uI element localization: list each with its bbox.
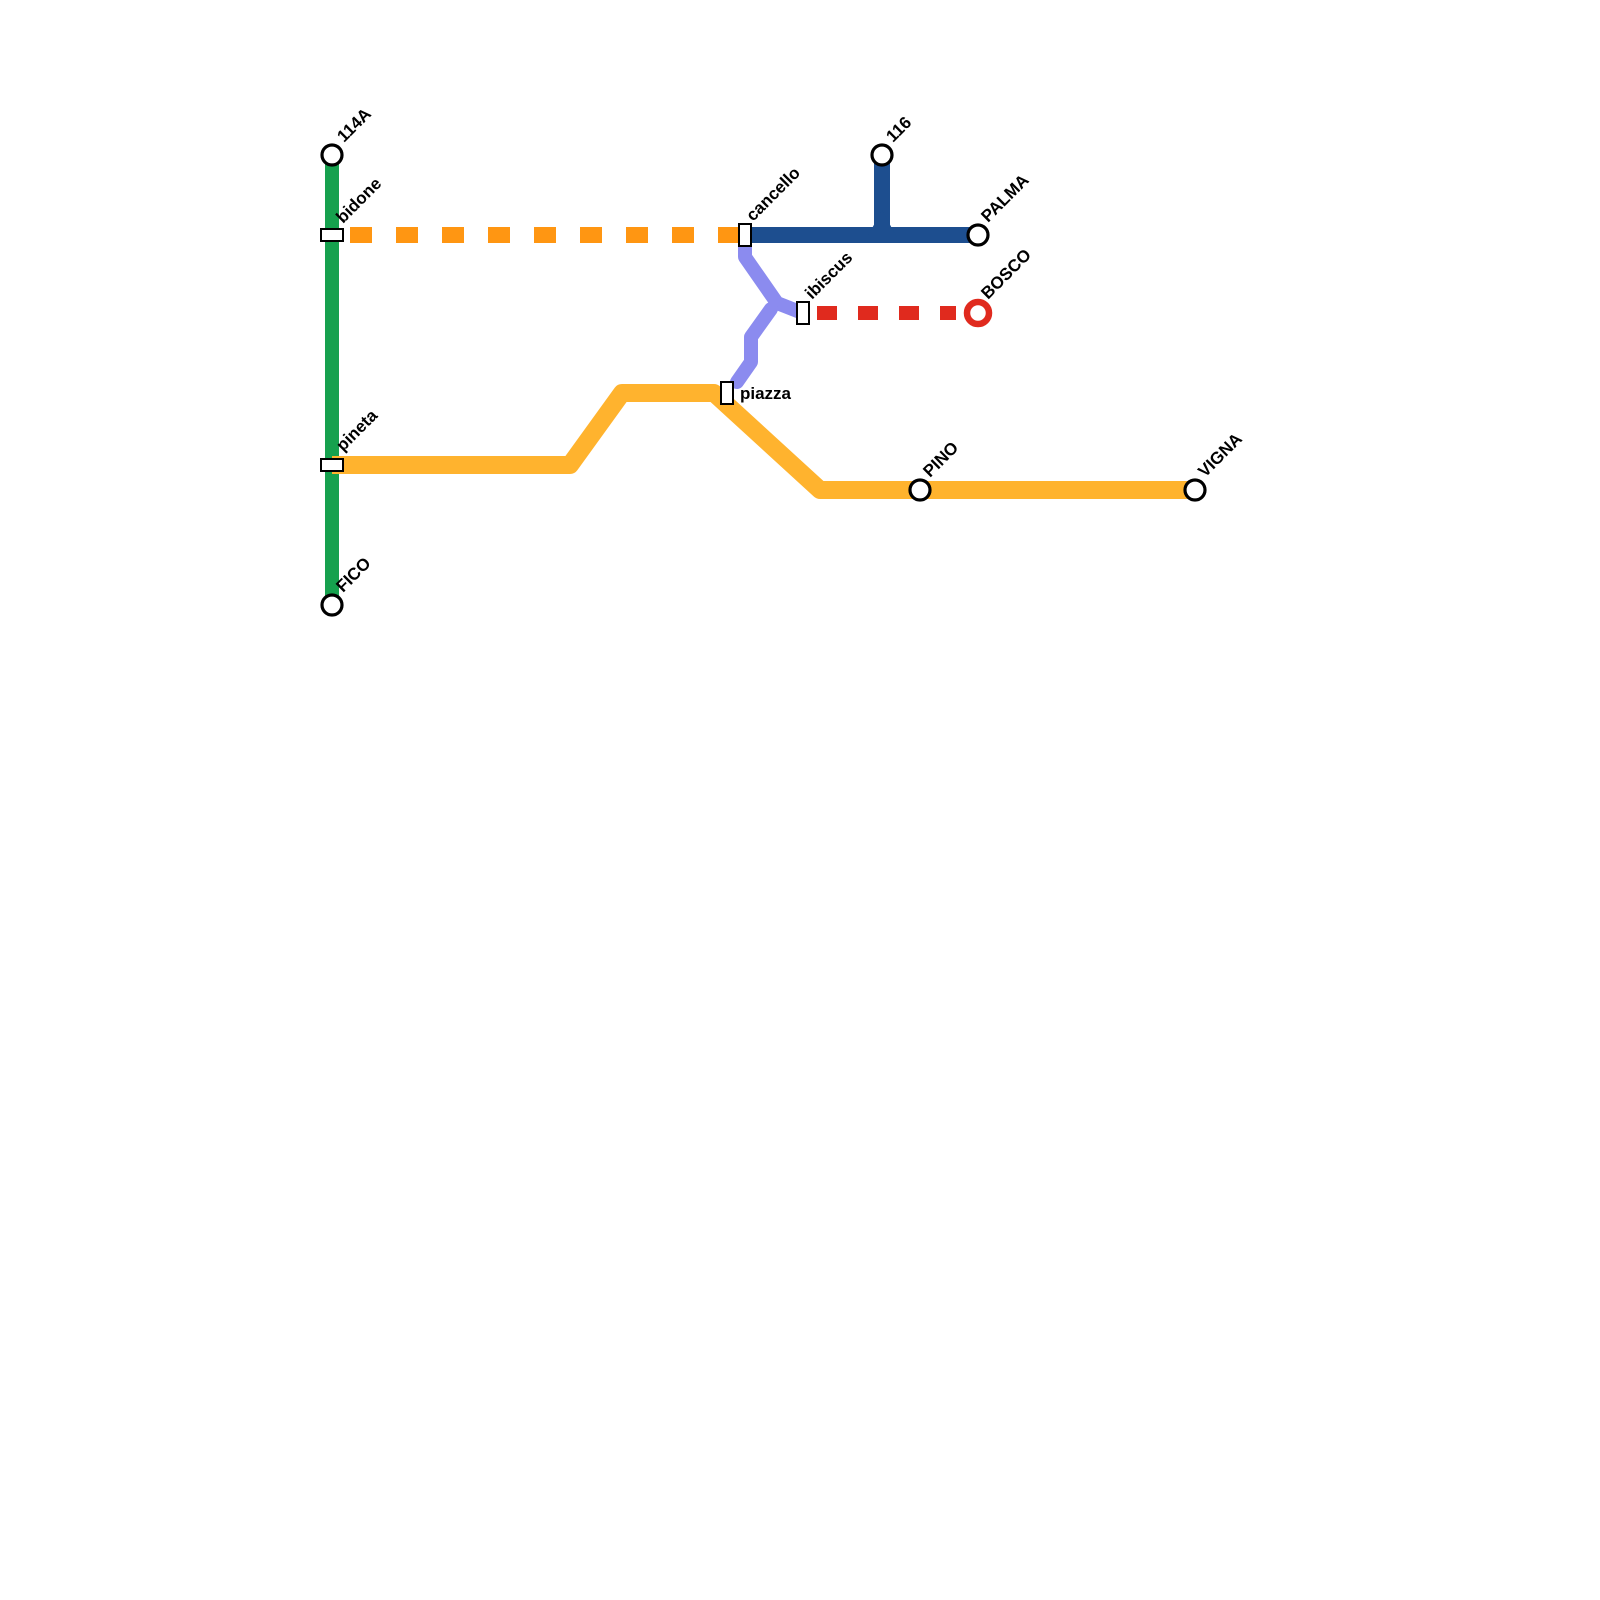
yellow-line (332, 384, 1195, 499)
station-116-marker (870, 143, 894, 167)
station-VIGNA-marker (1183, 478, 1207, 502)
station-FICO-marker (320, 593, 344, 617)
station-BOSCO-marker (963, 298, 993, 328)
station-pineta-marker (320, 458, 344, 472)
station-PALMA-marker (966, 223, 990, 247)
station-114A-marker (320, 143, 344, 167)
station-piazza-label: piazza (740, 384, 792, 403)
station-ibiscus-marker (796, 301, 810, 325)
station-piazza-marker (720, 381, 734, 405)
navy-branch-junction (864, 210, 900, 243)
station-cancello-marker (738, 223, 752, 247)
purple-line-upper (738, 233, 807, 319)
purple-line-lower (730, 302, 778, 389)
station-PINO-marker (908, 478, 932, 502)
station-bidone-marker (320, 228, 344, 242)
